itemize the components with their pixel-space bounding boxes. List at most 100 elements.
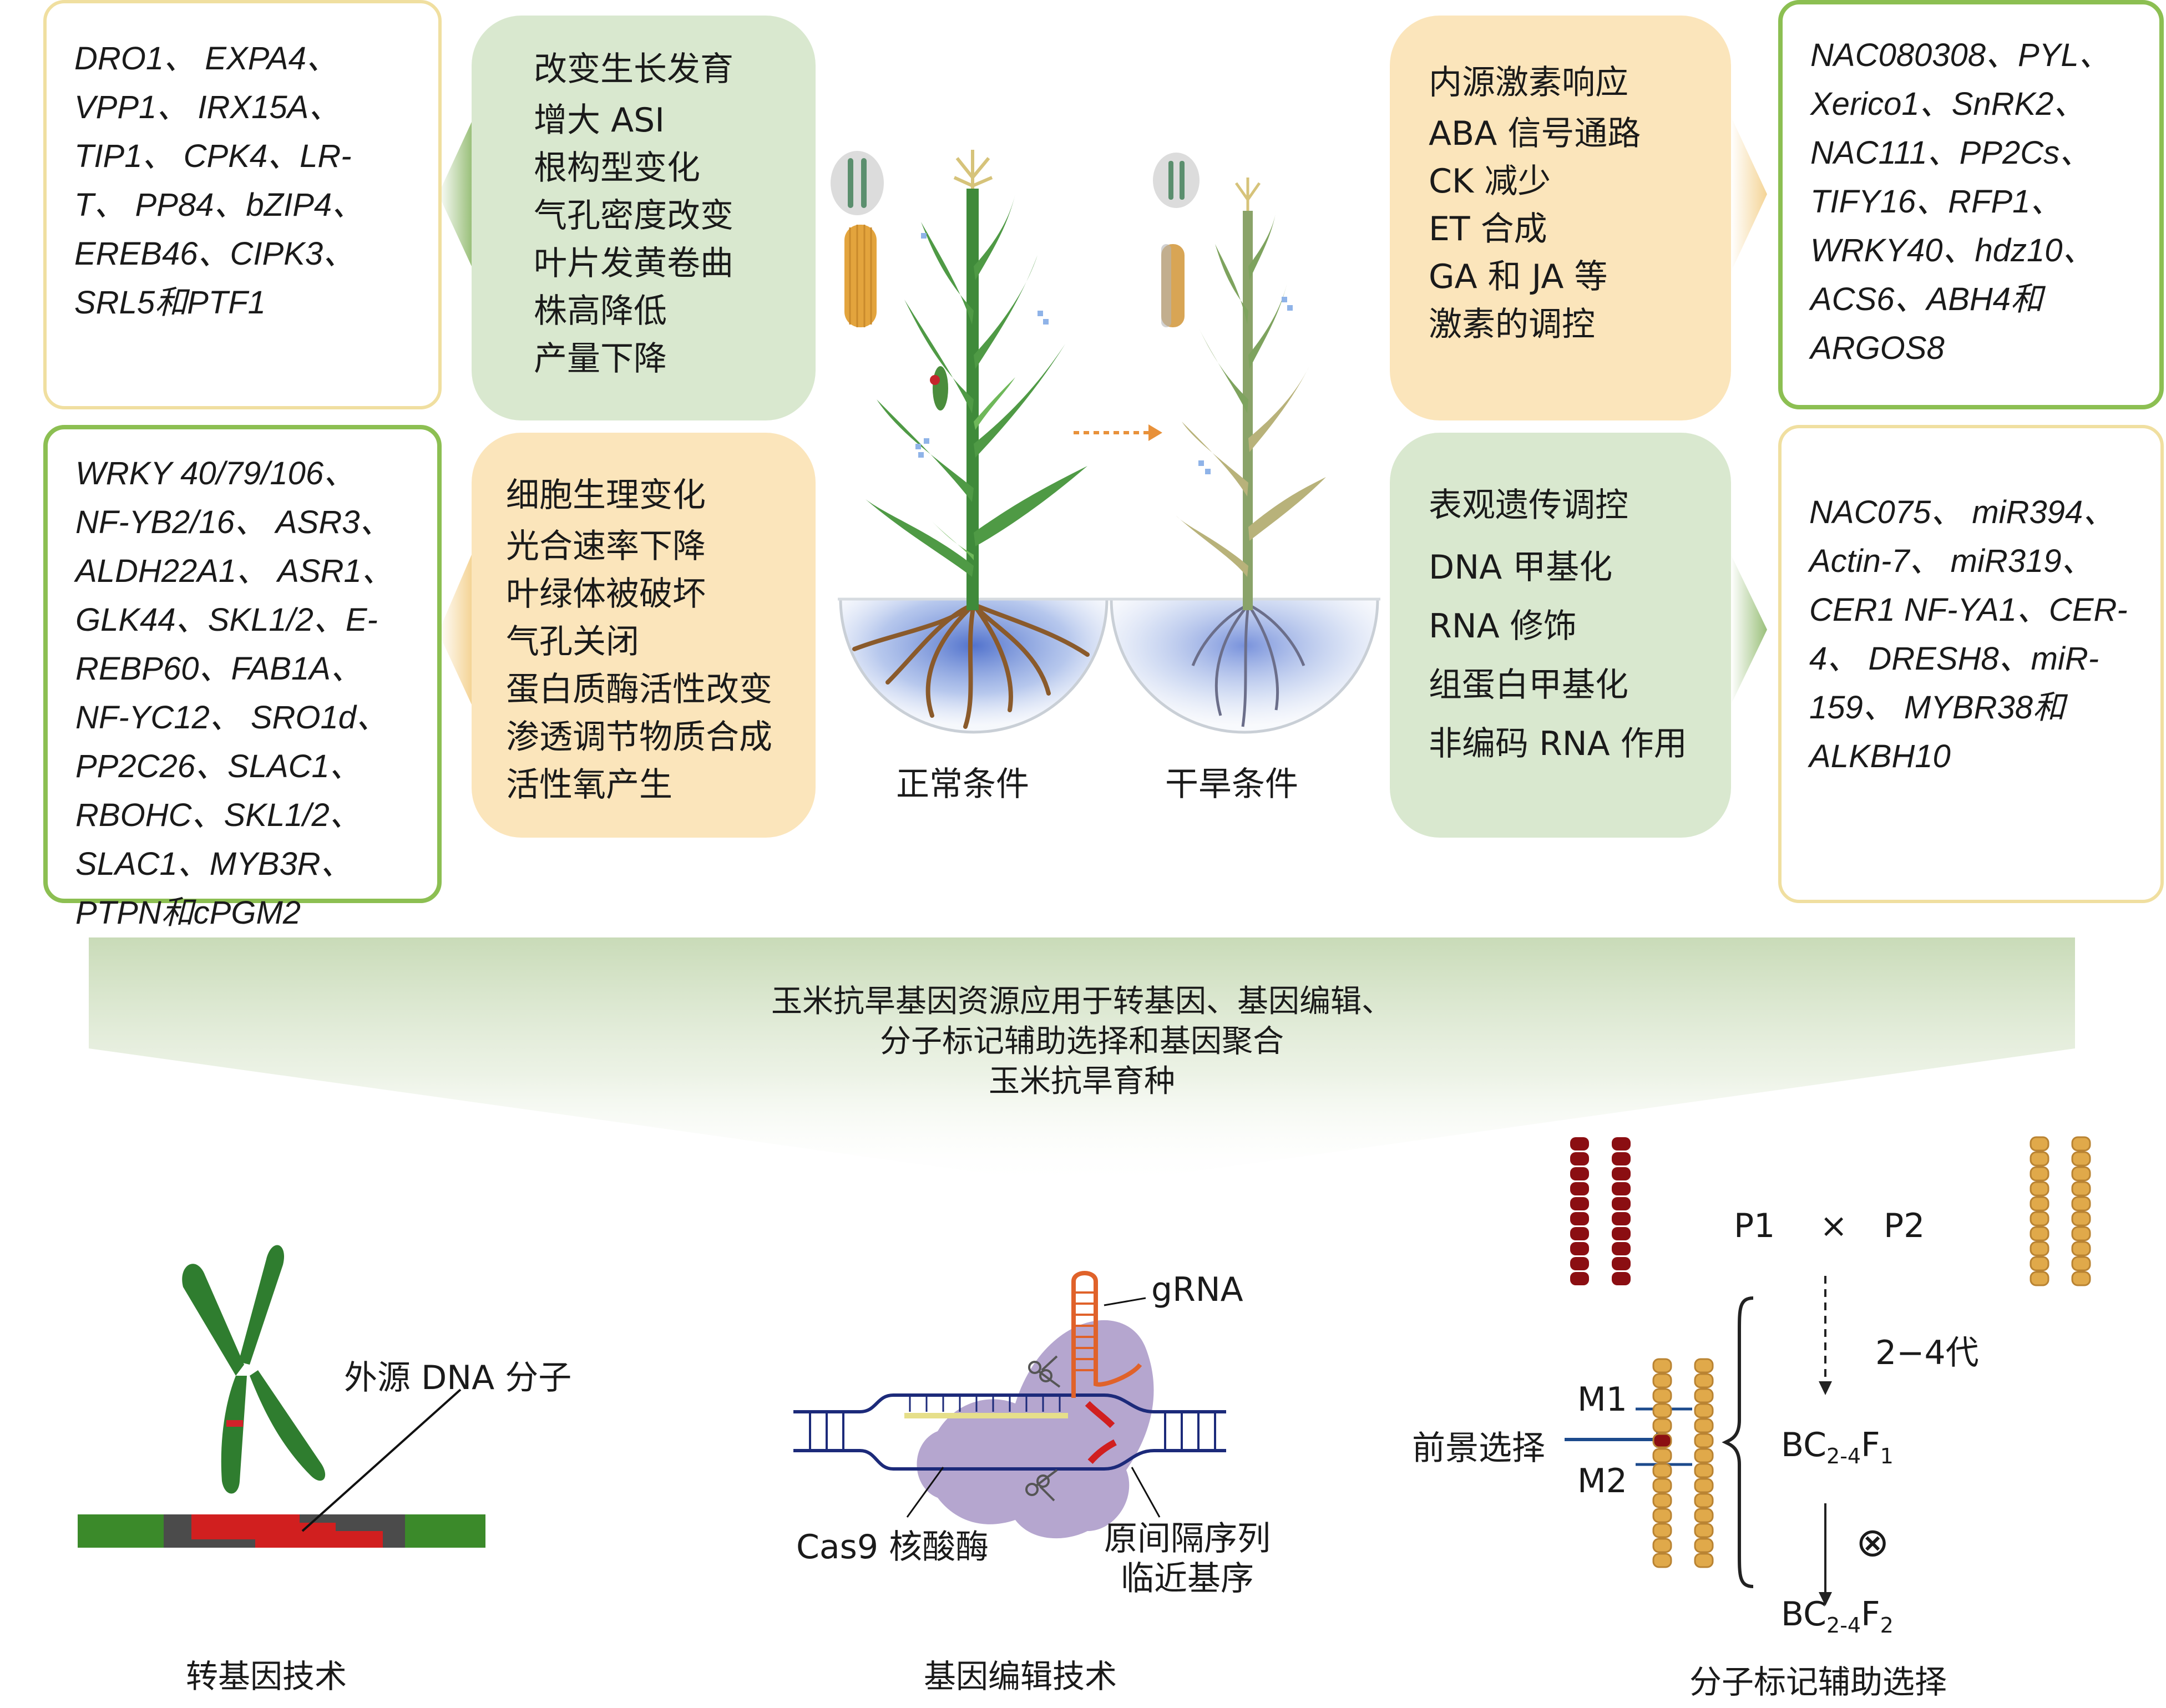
category-line: 叶绿体被破坏 [506,575,706,614]
bc-f2-main: BC [1781,1595,1827,1634]
p1-chromosome-bead [1570,1257,1589,1270]
normal-plant [831,150,1110,734]
gene-box-cell: WRKY 40/79/106、NF-YB2/16、 ASR3、ALDH22A1、… [43,425,442,931]
offspring-chromosome-bead [1652,1388,1672,1403]
gene-line: NAC075、 miR394、 [1809,494,2116,530]
offspring-chromosome-bead [1652,1538,1672,1553]
bc-f2-sub: 2-4 [1826,1613,1861,1638]
category-line: 气孔关闭 [506,622,639,661]
chromosome [182,1245,326,1494]
banner-line-3: 玉米抗旱育种 [989,1063,1175,1099]
category-line: ET 合成 [1429,210,1547,249]
category-line: GA 和 JA 等 [1429,257,1608,296]
offspring-chromosome-bead [1694,1553,1714,1568]
category-cell: 细胞生理变化 光合速率下降叶绿体被破坏气孔关闭蛋白质酶活性改变渗透调节物质合成活… [472,433,816,838]
arrow-right-top [1731,116,1767,272]
p2-chromosome-bead [2071,1241,2091,1256]
p2-chromosome-bead [2071,1136,2091,1152]
bc-f2-fsub: 2 [1880,1613,1894,1638]
cas9-label: Cas9 核酸酶 [796,1528,989,1567]
p1-chromosome-bead [1612,1152,1631,1165]
bc-f1-label: BC2-4F1 [1781,1426,1894,1468]
dna-bar [78,1514,485,1548]
offspring-chromosome-bead [1652,1463,1672,1478]
gene-line: WRKY40、hdz10、 [1810,232,2095,268]
p2-chromosome-bead [2030,1151,2049,1167]
p1-chromosome-bead [1570,1272,1589,1285]
selfing-symbol: ⊗ [1856,1519,1890,1565]
gene-line: TIFY16、RFP1、 [1810,184,2063,220]
bc-f1-fsub: 1 [1880,1444,1894,1468]
gene-editing-diagram [793,1271,1226,1539]
category-line: 活性氧产生 [506,766,672,804]
p1-chromosome-bead [1570,1152,1589,1165]
exogenous-dna-label: 外源 DNA 分子 [344,1359,572,1397]
offspring-chromosome-bead [1694,1433,1714,1448]
offspring-chromosome-bead [1652,1448,1672,1463]
gene-line: SRL5和PTF1 [74,285,266,321]
offspring-chromosome-bead [1652,1403,1672,1418]
category-cell-lines: 光合速率下降叶绿体被破坏气孔关闭蛋白质酶活性改变渗透调节物质合成活性氧产生 [506,523,793,809]
transgenic-caption: 转基因技术 [186,1658,347,1695]
p1-chromosome-bead [1570,1227,1589,1240]
gene-line: ALKBH10 [1809,738,1951,774]
cross-symbol: × [1820,1207,1848,1245]
p1-chromosome-bead [1570,1212,1589,1225]
mas-caption: 分子标记辅助选择 [1689,1663,1947,1701]
category-line: 蛋白质酶活性改变 [506,670,772,709]
drought-plant [1109,153,1380,734]
p2-chromosome-bead [2030,1226,2049,1241]
generations-label: 2−4代 [1875,1334,1979,1372]
gene-list-growth: DRO1、 EXPA4、VPP1、 IRX15A、TIP1、 CPK4、LR-T… [74,34,416,327]
category-line: 激素的调控 [1429,305,1595,344]
gene-line: PP2C26、SLAC1、 [75,748,362,784]
p2-chromosome-bead [2030,1181,2049,1197]
callout-line [301,1388,462,1532]
p1-chromosome-bead [1570,1197,1589,1210]
category-line: 产量下降 [534,339,667,378]
p2-chromosome-bead [2030,1196,2049,1212]
bc-f1-main: BC [1781,1426,1827,1464]
pam-label-line-1: 原间隔序列 [1104,1519,1271,1558]
banner-line-2: 分子标记辅助选择和基因聚合 [880,1023,1284,1060]
p2-chromosome-bead [2071,1256,2091,1271]
p2-chromosome-bead [2071,1181,2091,1197]
p2-chromosome-bead [2071,1271,2091,1286]
gene-line: Xerico1、SnRK2、 [1810,86,2086,122]
p2-chromosome-bead [2030,1271,2049,1286]
editing-caption: 基因编辑技术 [924,1658,1117,1695]
p1-chromosome-bead [1612,1212,1631,1225]
category-line: RNA 修饰 [1429,607,1577,646]
offspring-chromosome-bead [1694,1358,1714,1374]
p1-chromosome-bead [1612,1272,1631,1285]
gene-line: ACS6、ABH4和 [1810,281,2043,317]
gene-box-growth: DRO1、 EXPA4、VPP1、 IRX15A、TIP1、 CPK4、LR-T… [43,0,442,409]
category-line: 气孔密度改变 [534,196,733,235]
category-cell-title: 细胞生理变化 [506,476,706,515]
gene-line: EREB46、CIPK3、 [74,236,356,272]
pam-label: 原间隔序列 临近基序 [1082,1519,1293,1599]
p1-chromosome-bead [1612,1167,1631,1180]
arrow-left-bottom [438,555,472,705]
arrow-left-top [438,122,472,266]
offspring-chromosome-bead [1652,1418,1672,1433]
gene-line: TIP1、 CPK4、LR- [74,138,352,174]
foreground-selection-label: 前景选择 [1412,1429,1545,1468]
bc-f1-sub: 2-4 [1826,1444,1861,1468]
offspring-chromosome-bead [1694,1508,1714,1523]
gene-line: ARGOS8 [1810,330,1945,366]
gene-line: DRO1、 EXPA4、 [74,40,338,77]
gene-line: 4、 DRESH8、miR- [1809,641,2099,677]
offspring-chromosome-bead [1652,1553,1672,1568]
offspring-chromosome-bead [1652,1478,1672,1493]
offspring-chromosome-bead [1652,1493,1672,1508]
offspring-chromosome-bead [1694,1388,1714,1403]
category-line: 光合速率下降 [506,527,706,566]
marker-m1-label: M1 [1577,1380,1627,1419]
